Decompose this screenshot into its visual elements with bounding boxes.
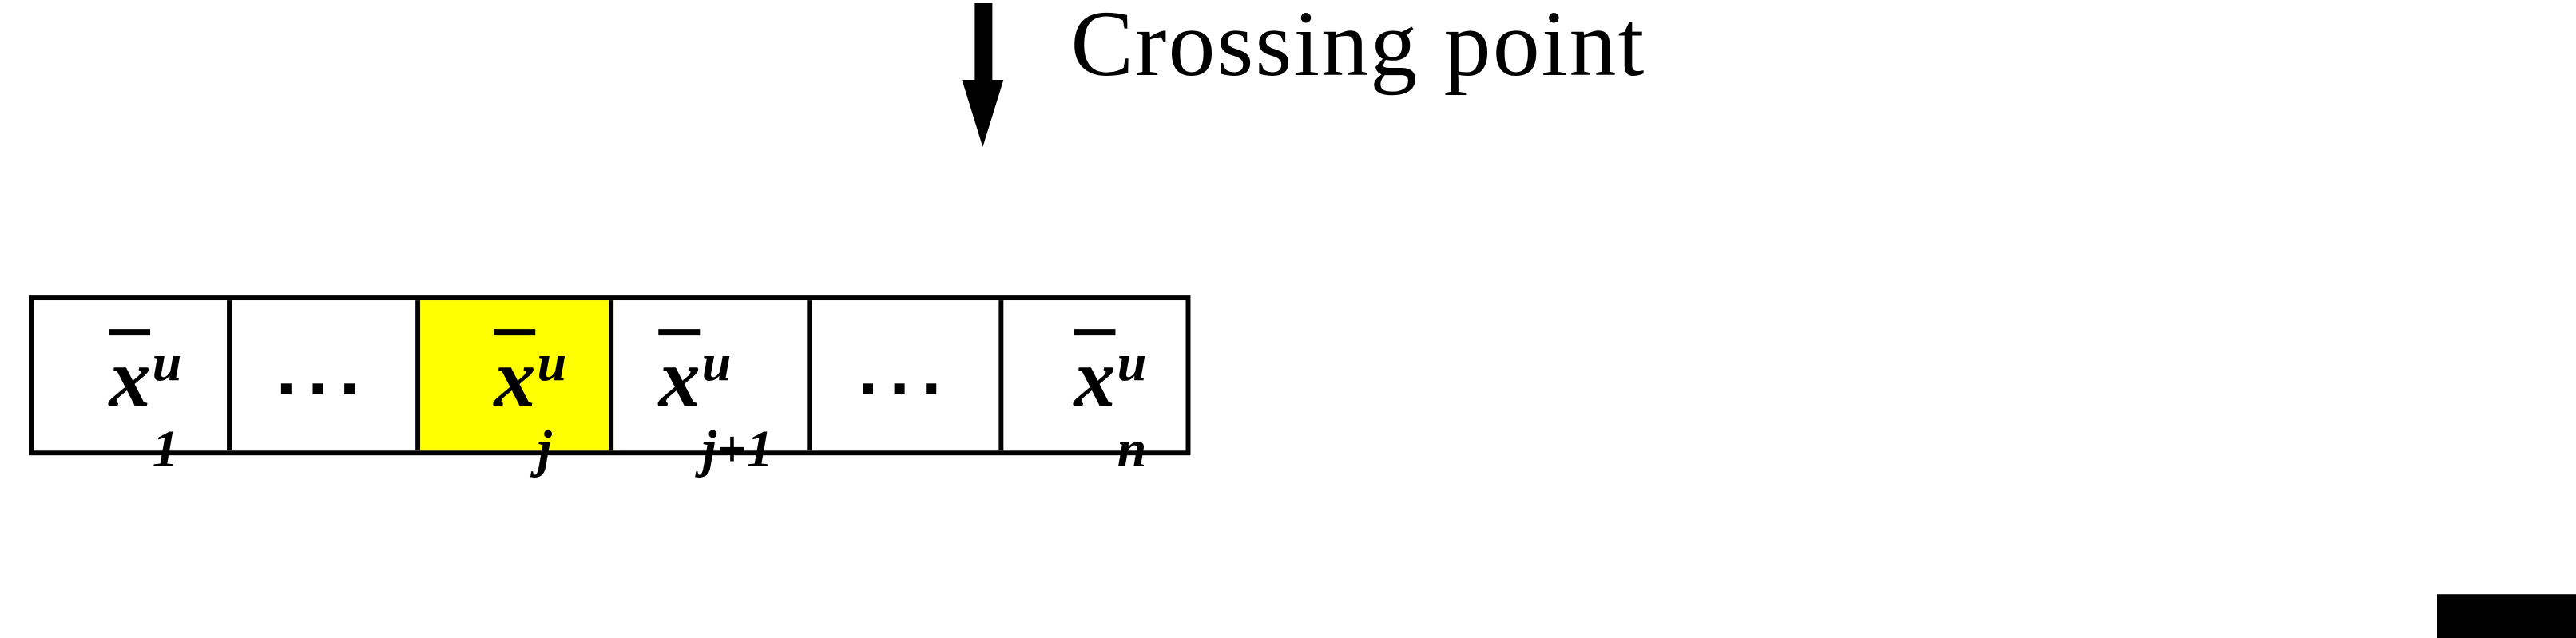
math-base-overline: x: [658, 329, 701, 422]
ellipsis-glyph: ...: [857, 327, 953, 411]
math-base-overline: x: [494, 329, 536, 422]
math-subscript: n: [1117, 422, 1147, 480]
chromosome-cell-ellipsis: ...: [811, 300, 1004, 451]
math-subscript: j+1: [701, 422, 773, 480]
math-superscript: u: [701, 335, 732, 394]
math-base-overline: x: [109, 329, 151, 422]
right-arrow-shaft: [2436, 594, 2576, 638]
right-arrow-icon: [2436, 562, 2576, 638]
chromosome-cell-ellipsis: ...: [231, 300, 421, 451]
down-arrow-icon: [962, 3, 1004, 148]
math-superscript: u: [152, 335, 182, 394]
math-subscript: j: [537, 422, 552, 480]
math-superscript: u: [537, 335, 567, 394]
math-superscript: u: [1117, 335, 1147, 394]
down-arrow-shaft: [974, 3, 993, 87]
ellipsis-glyph: ...: [276, 327, 371, 411]
math-base-overline: x: [1074, 329, 1116, 422]
math-subscript: 1: [152, 422, 179, 480]
crossing-point-label: Crossing point: [1070, 0, 1646, 97]
down-arrow-head: [962, 80, 1004, 148]
crossing-point-annotation: Crossing point: [895, 0, 2333, 152]
